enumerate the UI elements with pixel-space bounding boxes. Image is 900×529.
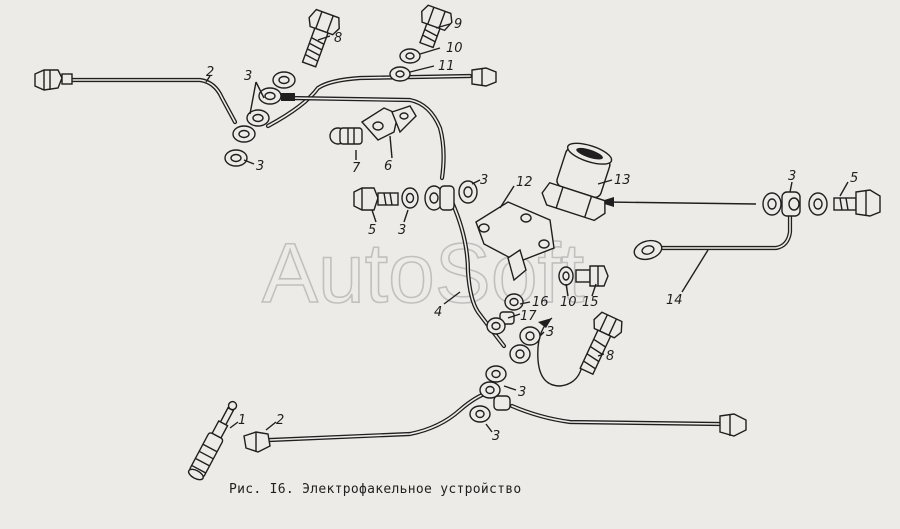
- bolt-5-right: [833, 189, 881, 217]
- callout-9: 9: [454, 17, 462, 32]
- part-1-glow-plug: [187, 400, 238, 481]
- part-7-bolt: [329, 127, 363, 145]
- bolt-15: [575, 265, 609, 287]
- callout-3-upper-b: 3: [256, 159, 264, 174]
- callout-3-mid: 3: [546, 325, 554, 340]
- callout-13: 13: [614, 173, 631, 188]
- callout-3-lower-b: 3: [492, 429, 500, 444]
- callout-7: 7: [352, 161, 361, 176]
- callout-8-middle: 8: [606, 349, 614, 364]
- assembly-arrow: [598, 197, 757, 207]
- callout-16: 16: [532, 295, 549, 310]
- callout-14: 14: [666, 293, 683, 308]
- leader-lines: [205, 23, 849, 433]
- callout-11: 11: [438, 59, 455, 74]
- callout-10-mid: 10: [560, 295, 577, 310]
- callout-6: 6: [384, 159, 392, 174]
- bracket-6: [360, 105, 417, 141]
- callout-4: 4: [434, 305, 442, 320]
- bolt-5-left: [353, 187, 419, 211]
- callout-17: 17: [520, 309, 537, 324]
- callout-1: 1: [238, 413, 246, 428]
- tee-union-center: [424, 180, 478, 211]
- fuel-line-lower-right: [509, 403, 747, 437]
- bolt-8-middle: [579, 311, 623, 376]
- figure-caption: Рис. I6. Электрофакельное устройство: [229, 482, 522, 497]
- washer-10-top: [399, 48, 421, 64]
- callout-2-lower: 2: [276, 413, 284, 428]
- tee-union-lower: [469, 365, 511, 423]
- callout-5-left: 5: [368, 223, 376, 238]
- callout-2-upper: 2: [206, 65, 214, 80]
- callout-12: 12: [516, 175, 533, 190]
- callout-labels: 2 3 8 9 10 11 7 6 3 3 12 13 3 5 5 3 4 14…: [206, 17, 858, 444]
- callout-15: 15: [582, 295, 599, 310]
- callout-3-left: 3: [398, 223, 406, 238]
- union-3-right: [762, 191, 828, 217]
- wire-arrow: [537, 317, 583, 387]
- bolt-8-top: [301, 8, 340, 68]
- fitting-16-17: [486, 293, 541, 364]
- fuel-line-right: [633, 209, 793, 261]
- callout-3-right: 3: [788, 169, 796, 184]
- fuel-line-lower-left: [243, 389, 493, 453]
- callout-8-top: 8: [334, 31, 342, 46]
- callout-10-top: 10: [446, 41, 463, 56]
- washer-11-top: [389, 66, 411, 82]
- washer-3-cluster-top: [224, 71, 296, 167]
- washer-10-mid: [558, 266, 574, 286]
- callout-5-right: 5: [850, 171, 858, 186]
- bracket-12: [475, 201, 555, 282]
- callout-3-lower-a: 3: [518, 385, 526, 400]
- union-nut-upper-left: [34, 69, 73, 91]
- part-13-solenoid: [541, 142, 613, 222]
- callout-3-center: 3: [480, 173, 488, 188]
- bolt-9-top: [419, 4, 453, 49]
- fuel-line-upper-left: [34, 69, 238, 125]
- callout-3-upper-a: 3: [244, 69, 252, 84]
- fuel-line-upper-right: [265, 67, 497, 129]
